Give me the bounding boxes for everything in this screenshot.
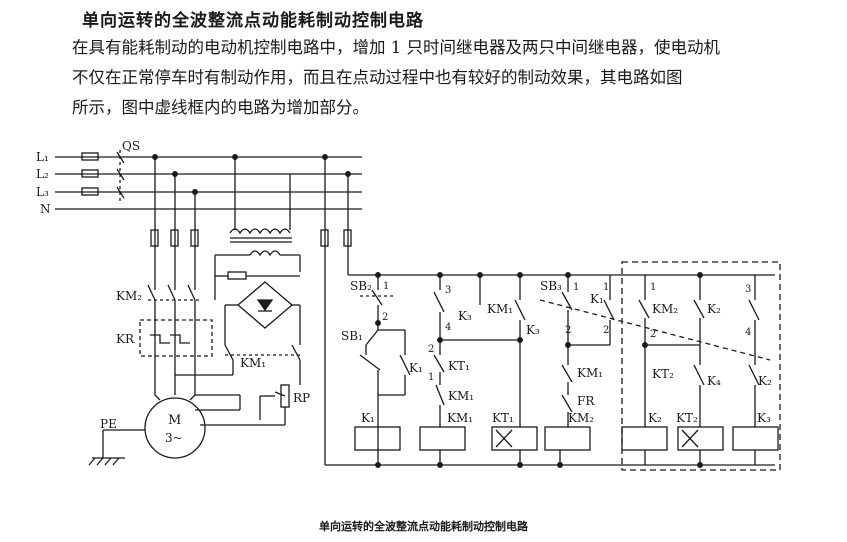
paragraph-line-1: 在具有能耗制动的电动机控制电路中，增加 1 只时间继电器及两只中间继电器，使电动… — [72, 38, 720, 57]
label-k2-contact-2: K₂ — [758, 374, 772, 388]
label-coil-kt1-name: KT₁ — [492, 411, 514, 425]
diagram-labels: L₁ L₂ L₃ N QS KM₂ KR PE M 3~ KM₁ RP SB₂ … — [36, 139, 772, 445]
description-paragraph: 在具有能耗制动的电动机控制电路中，增加 1 只时间继电器及两只中间继电器，使电动… — [72, 33, 832, 123]
label-k1-contact-2: K₁ — [590, 292, 604, 306]
label-l3: L₃ — [36, 185, 49, 199]
label-rp: RP — [293, 391, 310, 405]
power-lines — [55, 150, 362, 210]
label-km1-contact: KM₁ — [487, 302, 513, 316]
label-coil-k3-name: K₃ — [757, 411, 771, 425]
node-1d: 1 — [603, 282, 609, 293]
label-coil-k1-name: K₁ — [361, 411, 375, 425]
node-2: 2 — [382, 312, 388, 323]
node-1: 1 — [383, 281, 389, 292]
node-2d: 2 — [603, 325, 609, 336]
node-2e: 2 — [650, 329, 656, 340]
label-n: N — [40, 202, 51, 216]
label-kt1-contact: KT₁ — [448, 359, 470, 373]
main-circuit — [88, 154, 301, 466]
label-coil-kt2-name: KT₂ — [676, 411, 698, 425]
node-1b: 1 — [428, 372, 434, 383]
label-motor: M — [168, 413, 181, 428]
label-kt2-contact: KT₂ — [652, 367, 674, 381]
control-circuit — [320, 154, 781, 471]
label-coil-km2-name: KM₂ — [568, 411, 594, 425]
label-k3-contact: K₃ — [458, 309, 472, 323]
label-k3-contact-2: K₃ — [526, 323, 540, 337]
node-4: 4 — [445, 322, 451, 333]
node-3b: 3 — [745, 284, 751, 295]
label-km1-contact-3: KM₁ — [577, 366, 603, 380]
node-2c: 2 — [565, 325, 571, 336]
label-fr: FR — [577, 394, 595, 408]
label-kr: KR — [116, 332, 135, 346]
label-sb1: SB₁ — [341, 329, 363, 343]
figure-caption: 单向运转的全波整流点动能耗制动控制电路 — [319, 520, 528, 533]
label-k2-contact: K₂ — [707, 302, 721, 316]
label-sb3: SB₃ — [540, 279, 562, 293]
page-title: 单向运转的全波整流点动能耗制动控制电路 — [82, 11, 424, 31]
node-4b: 4 — [745, 327, 751, 338]
label-k4-contact: K₄ — [707, 374, 721, 388]
node-2b: 2 — [428, 344, 434, 355]
label-km2-main: KM₂ — [116, 289, 142, 303]
node-1c: 1 — [573, 282, 579, 293]
label-l2: L₂ — [36, 167, 49, 181]
label-qs: QS — [122, 139, 140, 153]
label-coil-k2-name: K₂ — [648, 411, 662, 425]
label-km1-main: KM₁ — [240, 356, 266, 370]
label-pe: PE — [100, 417, 117, 431]
label-motor-phase: 3~ — [165, 431, 183, 445]
label-sb2: SB₂ — [350, 279, 372, 293]
node-3: 3 — [445, 285, 451, 296]
label-km1-contact-2: KM₁ — [448, 389, 474, 403]
node-1e: 1 — [650, 282, 656, 293]
paragraph-line-2: 不仅在正常停车时有制动作用，而且在点动过程中也有较好的制动效果，其电路如图 — [72, 68, 683, 87]
paragraph-line-3: 所示，图中虚线框内的电路为增加部分。 — [72, 98, 369, 117]
label-km2-contact: KM₂ — [652, 302, 678, 316]
label-l1: L₁ — [36, 150, 49, 164]
label-coil-km1-name: KM₁ — [447, 411, 473, 425]
label-k1-contact: K₁ — [409, 361, 423, 375]
